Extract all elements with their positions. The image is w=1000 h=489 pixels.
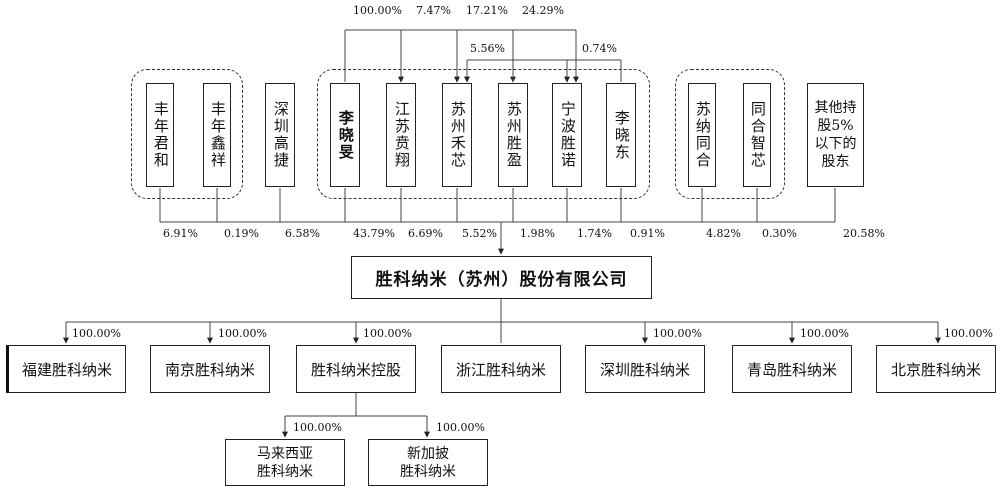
group-fengnian xyxy=(131,69,243,199)
pct-malaysia: 100.00% xyxy=(293,421,342,434)
pct-suzhou-shengying: 1.98% xyxy=(520,227,555,240)
subsidiary-holding: 胜科纳米控股 xyxy=(296,345,416,393)
subsidiary-qingdao: 青岛胜科纳米 xyxy=(732,345,852,393)
link-pct-xiaodong-ningbo: 0.74% xyxy=(582,42,617,55)
pct-li-xiaodong: 0.91% xyxy=(630,227,665,240)
pct-suzhou-hexin: 5.52% xyxy=(462,227,497,240)
group-li-xiaomin xyxy=(317,69,650,199)
shareholder-tonghe-zhixin: 同合智芯 xyxy=(743,83,771,187)
shareholder-fengnian-junhe: 丰年君和 xyxy=(146,83,174,187)
link-pct-shengying-hexin: 5.56% xyxy=(470,42,505,55)
pct-singapore: 100.00% xyxy=(436,421,485,434)
link-pct-li-hexin: 7.47% xyxy=(416,4,451,17)
pct-fengnian-junhe: 6.91% xyxy=(163,227,198,240)
pct-beijing: 100.00% xyxy=(944,327,993,340)
pct-nanjing: 100.00% xyxy=(218,327,267,340)
link-pct-li-ningbo: 24.29% xyxy=(522,4,564,17)
shareholder-suzhou-shengying: 苏州胜盈 xyxy=(498,83,528,187)
subsidiary-malaysia: 马来西亚 胜科纳米 xyxy=(225,439,345,486)
main-company: 胜科纳米（苏州）股份有限公司 xyxy=(351,256,652,299)
shareholder-others: 其他持股5%以下的股东 xyxy=(807,83,864,187)
group-suna xyxy=(675,69,785,199)
pct-suna-tonghe: 4.82% xyxy=(706,227,741,240)
pct-shenzhen: 100.00% xyxy=(653,327,702,340)
pct-fujian: 100.00% xyxy=(72,327,121,340)
pct-tonghe-zhixin: 0.30% xyxy=(762,227,797,240)
subsidiary-beijing: 北京胜科纳米 xyxy=(876,345,996,393)
pct-li-xiaomin: 43.79% xyxy=(353,227,395,240)
pct-qingdao: 100.00% xyxy=(800,327,849,340)
subsidiary-zhejiang: 浙江胜科纳米 xyxy=(441,345,561,393)
shareholder-suzhou-hexin: 苏州禾芯 xyxy=(442,83,472,187)
shareholder-li-xiaodong: 李晓东 xyxy=(606,83,636,187)
subsidiary-nanjing: 南京胜科纳米 xyxy=(150,345,270,393)
link-pct-li-jiangsu: 100.00% xyxy=(353,4,402,17)
subsidiary-singapore: 新加披 胜科纳米 xyxy=(368,439,488,486)
pct-shenzhen-gaojie: 6.58% xyxy=(285,227,320,240)
shareholder-suna-tonghe: 苏纳同合 xyxy=(688,83,716,187)
subsidiary-shenzhen: 深圳胜科纳米 xyxy=(585,345,705,393)
pct-jiangsu-haixiang: 6.69% xyxy=(408,227,443,240)
shareholder-li-xiaomin: 李晓旻 xyxy=(330,83,360,187)
pct-fengnian-xinxiang: 0.19% xyxy=(224,227,259,240)
shareholder-others-label: 其他持股5%以下的股东 xyxy=(814,100,857,170)
shareholder-jiangsu-haixiang: 江苏贲翔 xyxy=(386,83,416,187)
shareholder-shenzhen-gaojie: 深圳高捷 xyxy=(265,83,295,187)
pct-ningbo-shengnuo: 1.74% xyxy=(577,227,612,240)
pct-others: 20.58% xyxy=(843,227,885,240)
main-company-label: 胜科纳米（苏州）股份有限公司 xyxy=(375,270,628,290)
shareholder-ningbo-shengnuo: 宁波胜诺 xyxy=(552,83,582,187)
subsidiary-fujian: 福建胜科纳米 xyxy=(6,345,126,393)
link-pct-li-shengying: 17.21% xyxy=(466,4,508,17)
shareholder-fengnian-xinxiang: 丰年鑫祥 xyxy=(203,83,231,187)
pct-holding: 100.00% xyxy=(363,327,412,340)
